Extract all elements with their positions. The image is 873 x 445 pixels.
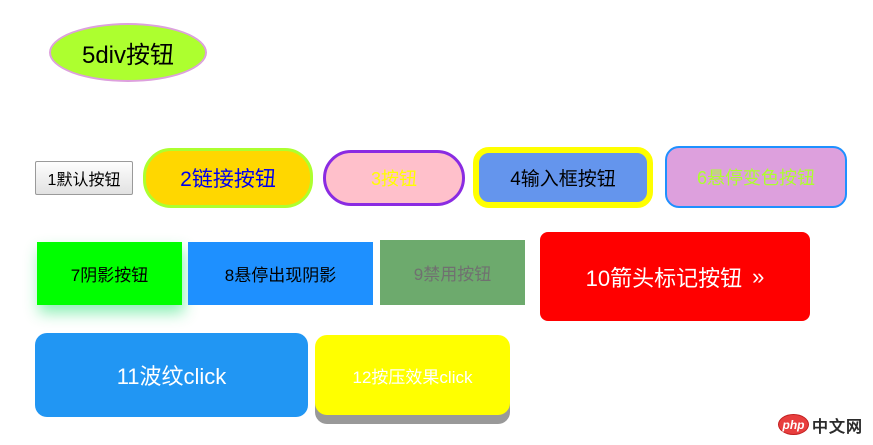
hover-shadow-button-label: 8悬停出现阴影	[224, 266, 337, 285]
double-arrow-icon: »	[752, 263, 765, 289]
shadow-button-label: 7阴影按钮	[70, 266, 149, 285]
div-button[interactable]: 5div按钮	[49, 23, 207, 82]
pink-ellipse-button-label: 3按钮	[370, 169, 417, 189]
disabled-button-label: 9禁用按钮	[413, 265, 492, 284]
hover-color-button[interactable]: 6悬停变色按钮	[665, 146, 847, 208]
ripple-button[interactable]: 11波纹click	[35, 333, 308, 417]
php-logo-icon: php	[778, 414, 809, 435]
arrow-button[interactable]: 10箭头标记按钮 »	[540, 232, 810, 321]
input-button[interactable]: 4输入框按钮	[473, 147, 653, 208]
div-button-label: 5div按钮	[81, 42, 175, 69]
php-logo-text: 中文网	[812, 418, 864, 436]
default-button[interactable]: 1默认按钮	[35, 161, 133, 195]
hover-color-button-label: 6悬停变色按钮	[696, 168, 815, 188]
default-button-label: 1默认按钮	[47, 172, 121, 189]
hover-shadow-button[interactable]: 8悬停出现阴影	[188, 242, 373, 305]
input-button-label: 4输入框按钮	[510, 169, 616, 190]
php-cn-logo: php 中文网	[778, 412, 863, 437]
arrow-button-label: 10箭头标记按钮	[585, 265, 743, 291]
link-button-label: 2链接按钮	[180, 168, 276, 191]
pink-ellipse-button[interactable]: 3按钮	[323, 150, 465, 206]
link-button[interactable]: 2链接按钮	[143, 148, 313, 208]
press-effect-button-label: 12按压效果click	[352, 367, 473, 387]
shadow-button[interactable]: 7阴影按钮	[37, 242, 182, 305]
disabled-button: 9禁用按钮	[380, 240, 525, 305]
ripple-button-label: 11波纹click	[116, 364, 227, 389]
press-effect-button[interactable]: 12按压效果click	[315, 335, 510, 415]
